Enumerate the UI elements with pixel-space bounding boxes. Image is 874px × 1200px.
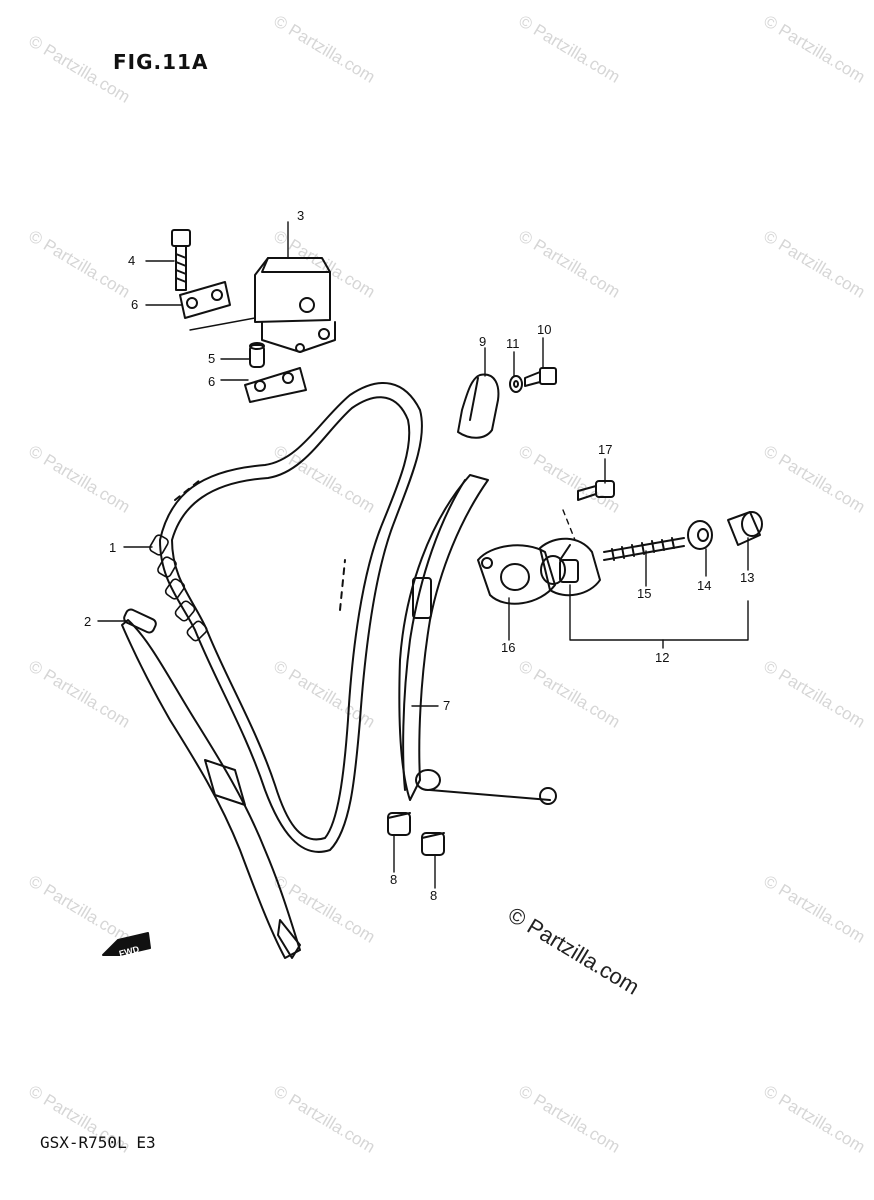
chain-guide-front[interactable] bbox=[121, 608, 301, 959]
cap[interactable] bbox=[727, 511, 763, 546]
callout-16: 16 bbox=[501, 640, 515, 655]
callout-12: 12 bbox=[655, 650, 669, 665]
callout-10: 10 bbox=[537, 322, 551, 337]
callout-11: 11 bbox=[506, 336, 520, 351]
cushion[interactable] bbox=[421, 832, 445, 856]
washer[interactable] bbox=[687, 520, 713, 550]
callout-9: 9 bbox=[479, 334, 486, 349]
callout-6: 6 bbox=[208, 374, 215, 389]
tensioner-guide[interactable] bbox=[398, 474, 557, 805]
model-code: GSX-R750L E3 bbox=[40, 1133, 156, 1152]
callout-7: 7 bbox=[443, 698, 450, 713]
bolt[interactable] bbox=[171, 229, 191, 291]
callout-8: 8 bbox=[390, 872, 397, 887]
tensioner-assembly[interactable] bbox=[539, 537, 601, 597]
forward-direction-icon bbox=[102, 932, 151, 956]
callout-15: 15 bbox=[637, 586, 651, 601]
cushion[interactable] bbox=[387, 812, 411, 836]
callout-17: 17 bbox=[598, 442, 612, 457]
callout-1: 1 bbox=[109, 540, 116, 555]
callout-13: 13 bbox=[740, 570, 754, 585]
callout-2: 2 bbox=[84, 614, 91, 629]
figure-title: FIG.11A bbox=[113, 50, 209, 74]
callout-5: 5 bbox=[208, 351, 215, 366]
callout-14: 14 bbox=[697, 578, 711, 593]
bolt[interactable] bbox=[577, 480, 615, 501]
callout-4: 4 bbox=[128, 253, 135, 268]
cam-chain[interactable] bbox=[148, 382, 423, 853]
dowel-pin[interactable] bbox=[249, 342, 265, 368]
washer[interactable] bbox=[509, 375, 523, 393]
spring[interactable] bbox=[603, 537, 685, 561]
plate[interactable] bbox=[244, 367, 307, 403]
plate[interactable] bbox=[179, 281, 231, 319]
callout-6: 6 bbox=[131, 297, 138, 312]
callout-8: 8 bbox=[430, 888, 437, 903]
chain-guide-no-3[interactable] bbox=[457, 373, 500, 439]
callout-labels: 3 4 6 5 6 9 11 10 1 2 7 8 8 17 16 15 14 … bbox=[84, 208, 754, 959]
gasket[interactable] bbox=[477, 544, 556, 605]
callout-3: 3 bbox=[297, 208, 304, 223]
bolt[interactable] bbox=[524, 367, 557, 387]
upper-chain-guide[interactable] bbox=[254, 257, 336, 353]
